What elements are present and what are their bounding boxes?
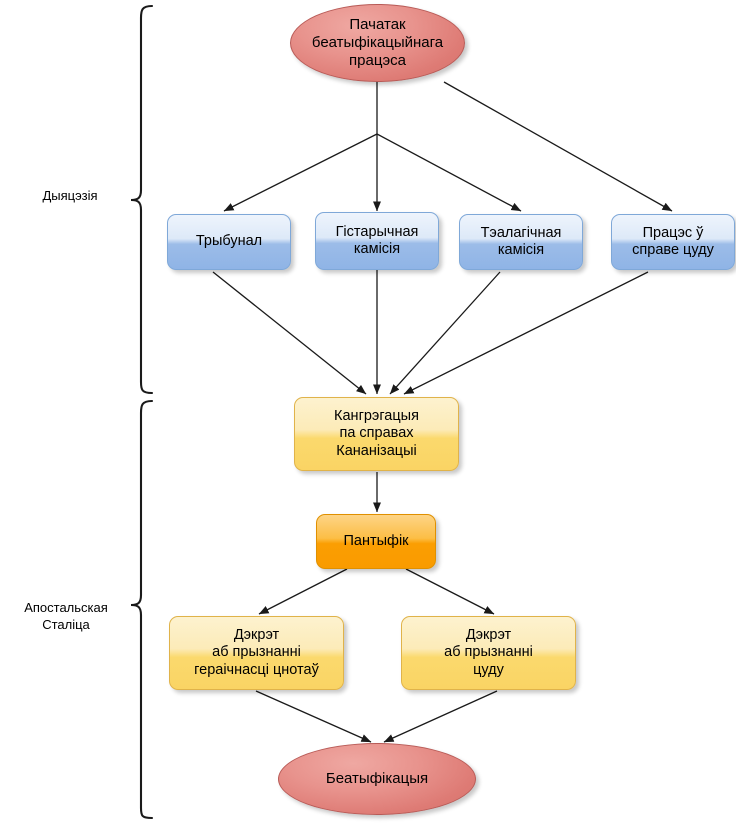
node-historical-commission-label: Гістарычная камісія: [335, 223, 419, 257]
edge-tribunal-congregation: [212, 271, 367, 395]
brace-diocese: [130, 4, 154, 395]
edge-pontiff-decree-virtue: [258, 568, 348, 615]
node-decree-virtue-label: Дэкрэт аб прызнанні гераічнасці цнотаў: [194, 627, 319, 678]
node-theological-commission-label: Тэалагічная камісія: [480, 224, 562, 258]
group-label-diocese-text: Дыяцэзія: [42, 188, 98, 203]
edge-miracle-congregation: [403, 271, 649, 395]
edge-start-tribunal: [223, 133, 378, 212]
node-decree-miracle[interactable]: Дэкрэт аб прызнанні цуду: [401, 616, 576, 690]
edge-theo-congregation: [389, 271, 501, 395]
group-label-holy-see-text: Апостальская Сталіца: [24, 600, 108, 632]
node-congregation[interactable]: Кангрэгацыя па справах Кананізацыі: [294, 397, 459, 471]
node-congregation-label: Кангрэгацыя па справах Кананізацыі: [334, 408, 419, 459]
group-label-holy-see: Апостальская Сталіца: [4, 584, 128, 633]
edge-start-miracle: [443, 81, 673, 212]
group-label-diocese: Дыяцэзія: [14, 188, 126, 204]
node-start-label: Пачатак беатыфікацыйнага працэса: [311, 16, 444, 69]
brace-holy-see: [130, 399, 154, 820]
edge-decree-miracle-beatification: [383, 690, 498, 743]
node-pontiff-label: Пантыфік: [343, 532, 409, 549]
node-miracle-process-label: Працэс ў справе цуду: [632, 224, 714, 258]
node-tribunal[interactable]: Трыбунал: [167, 214, 291, 270]
node-tribunal-label: Трыбунал: [195, 233, 263, 250]
node-beatification[interactable]: Беатыфікацыя: [278, 743, 476, 815]
node-decree-virtue[interactable]: Дэкрэт аб прызнанні гераічнасці цнотаў: [169, 616, 344, 690]
edge-start-theo: [376, 133, 522, 212]
edge-pontiff-decree-miracle: [405, 568, 495, 615]
node-beatification-label: Беатыфікацыя: [325, 770, 429, 788]
node-historical-commission[interactable]: Гістарычная камісія: [315, 212, 439, 270]
node-start[interactable]: Пачатак беатыфікацыйнага працэса: [290, 4, 465, 82]
node-theological-commission[interactable]: Тэалагічная камісія: [459, 214, 583, 270]
node-pontiff[interactable]: Пантыфік: [316, 514, 436, 569]
edge-decree-virtue-beatification: [255, 690, 372, 743]
node-miracle-process[interactable]: Працэс ў справе цуду: [611, 214, 735, 270]
node-decree-miracle-label: Дэкрэт аб прызнанні цуду: [444, 627, 533, 678]
